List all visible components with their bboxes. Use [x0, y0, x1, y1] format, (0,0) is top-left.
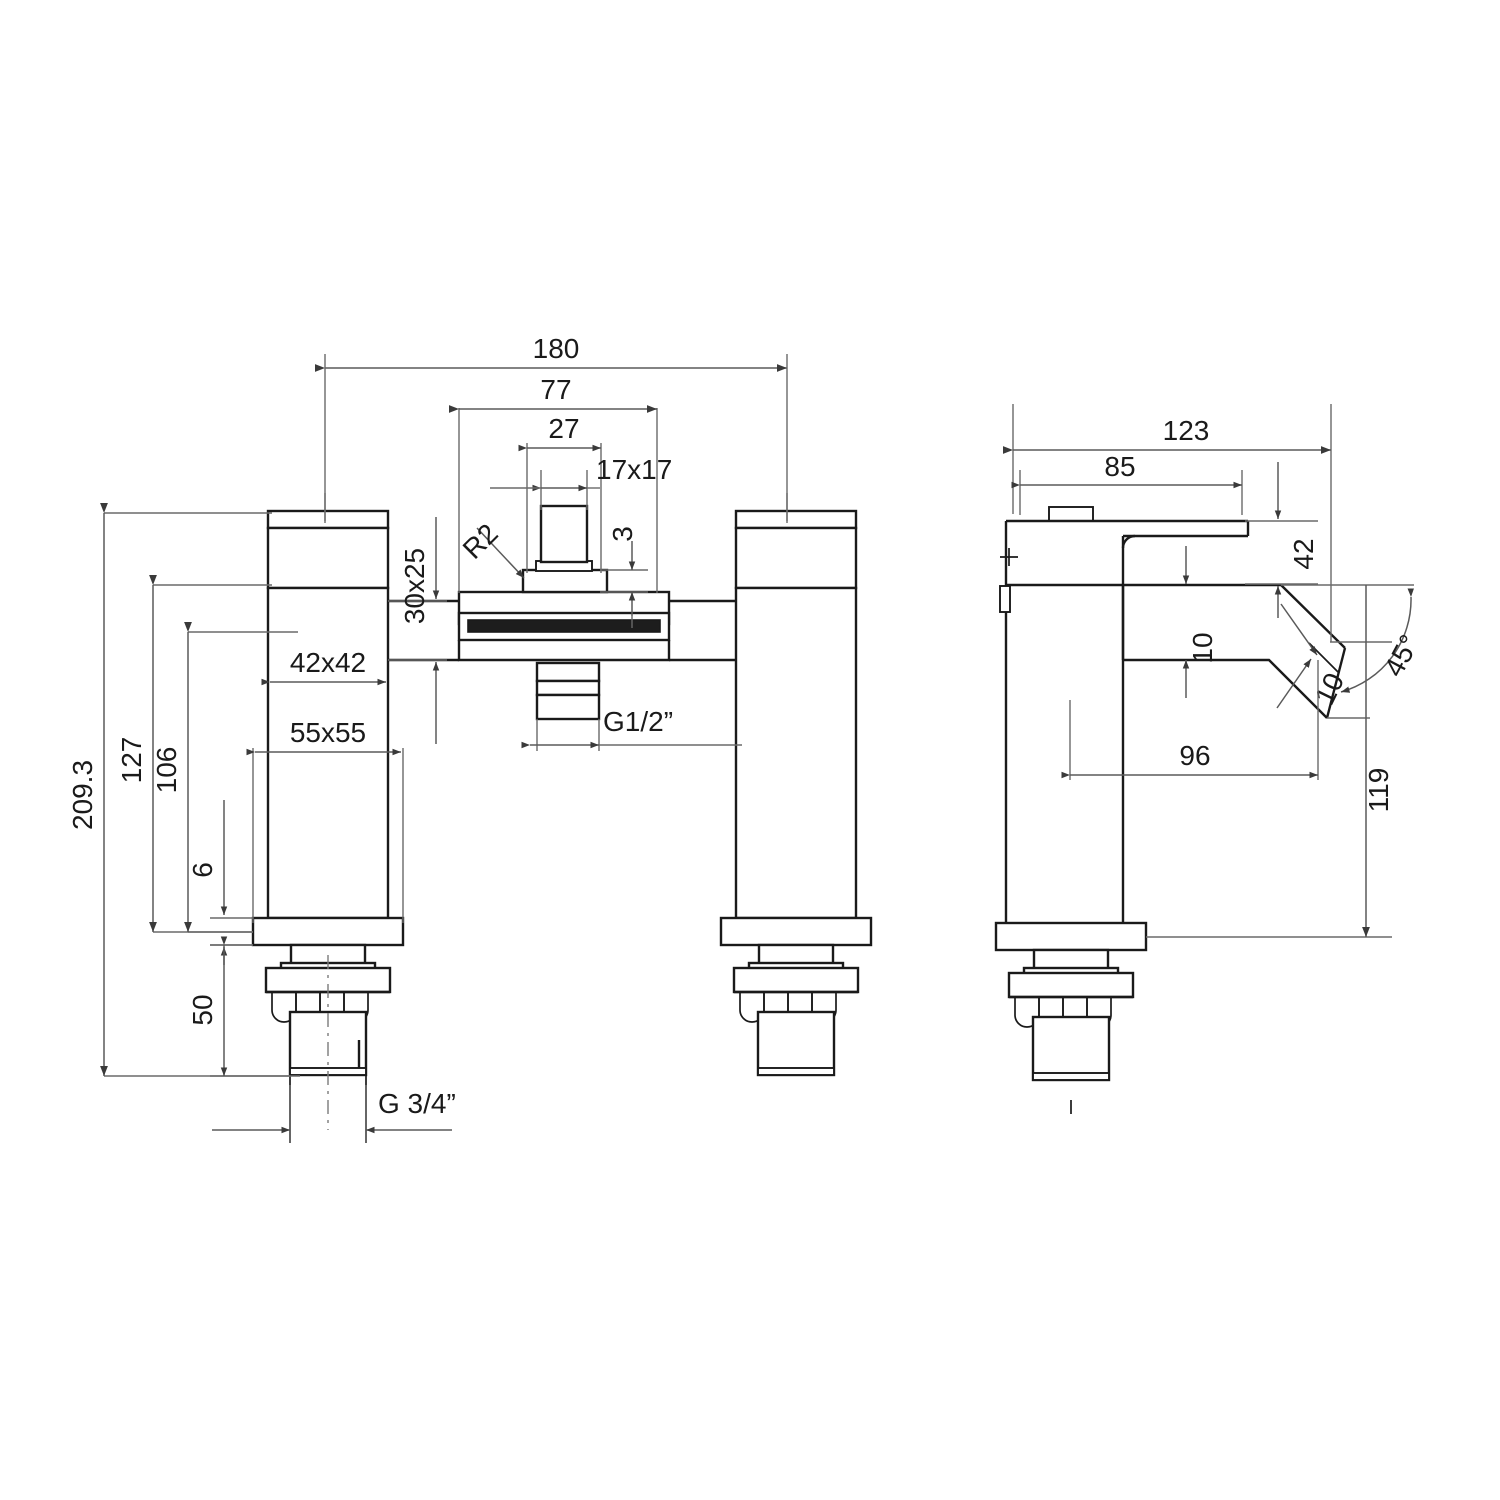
dimension-42: 42: [1245, 462, 1319, 618]
dimension-85: 85: [1011, 451, 1243, 515]
dimension-119: 119: [1146, 585, 1394, 938]
dim-label-55x55: 55x55: [290, 717, 366, 748]
dim-label-6: 6: [187, 862, 218, 878]
dimension-3: 3: [600, 526, 648, 628]
dimension-127: 127: [116, 575, 272, 933]
dimension-106: 106: [151, 622, 298, 933]
dim-label-10-arm: 10: [1187, 632, 1218, 663]
dim-label-180: 180: [533, 333, 580, 364]
dimension-10-outlet: 10: [1276, 603, 1351, 710]
dimension-G12: G1/2”: [521, 706, 742, 751]
dimension-30x25: 30x25: [388, 517, 447, 744]
dimension-17x17: 17x17: [490, 454, 672, 510]
dim-label-R2: R2: [457, 518, 504, 565]
dimension-180: 180: [315, 333, 788, 523]
dim-label-10-outlet: 10: [1309, 668, 1351, 710]
dimension-123: 123: [1003, 404, 1332, 642]
dim-label-77: 77: [540, 374, 571, 405]
dimension-R2: R2: [457, 518, 525, 579]
dimension-50: 50: [187, 936, 290, 1077]
dimension-77: 77: [449, 374, 658, 593]
dim-label-3: 3: [607, 526, 638, 542]
dim-label-96: 96: [1179, 740, 1210, 771]
dim-label-27: 27: [548, 413, 579, 444]
dim-label-119: 119: [1363, 768, 1394, 813]
dimension-42x42: 42x42: [261, 647, 386, 686]
dim-label-42: 42: [1288, 538, 1319, 569]
front-elevation-view: 180 77 27 17x17: [67, 333, 873, 1143]
dim-label-50: 50: [187, 994, 218, 1025]
dimension-27: 27: [518, 413, 602, 573]
dim-label-106: 106: [151, 747, 182, 794]
dimension-G34: G 3/4”: [212, 1085, 456, 1143]
dim-label-209-3: 209.3: [67, 760, 98, 830]
dim-label-G34: G 3/4”: [378, 1088, 456, 1119]
dimension-6: 6: [187, 800, 253, 965]
dim-label-127: 127: [116, 737, 147, 784]
side-elevation-view: 123 85 42 10 10: [994, 404, 1425, 1114]
dimension-96: 96: [1061, 660, 1319, 780]
dim-label-30x25: 30x25: [399, 548, 430, 624]
dim-label-45-deg: 45°: [1378, 630, 1425, 682]
dim-label-17x17: 17x17: [596, 454, 672, 485]
dim-label-42x42: 42x42: [290, 647, 366, 678]
right-handle-assembly: [719, 509, 873, 1077]
side-mixer-body: [994, 506, 1347, 1114]
dim-label-85: 85: [1104, 451, 1135, 482]
left-handle-assembly: [251, 509, 405, 1143]
dim-label-G12: G1/2”: [603, 706, 673, 737]
waterfall-spout-body: [388, 504, 736, 721]
dimension-55x55: 55x55: [246, 717, 404, 923]
dim-label-123: 123: [1163, 415, 1210, 446]
dimension-10-arm: 10: [1182, 546, 1218, 698]
